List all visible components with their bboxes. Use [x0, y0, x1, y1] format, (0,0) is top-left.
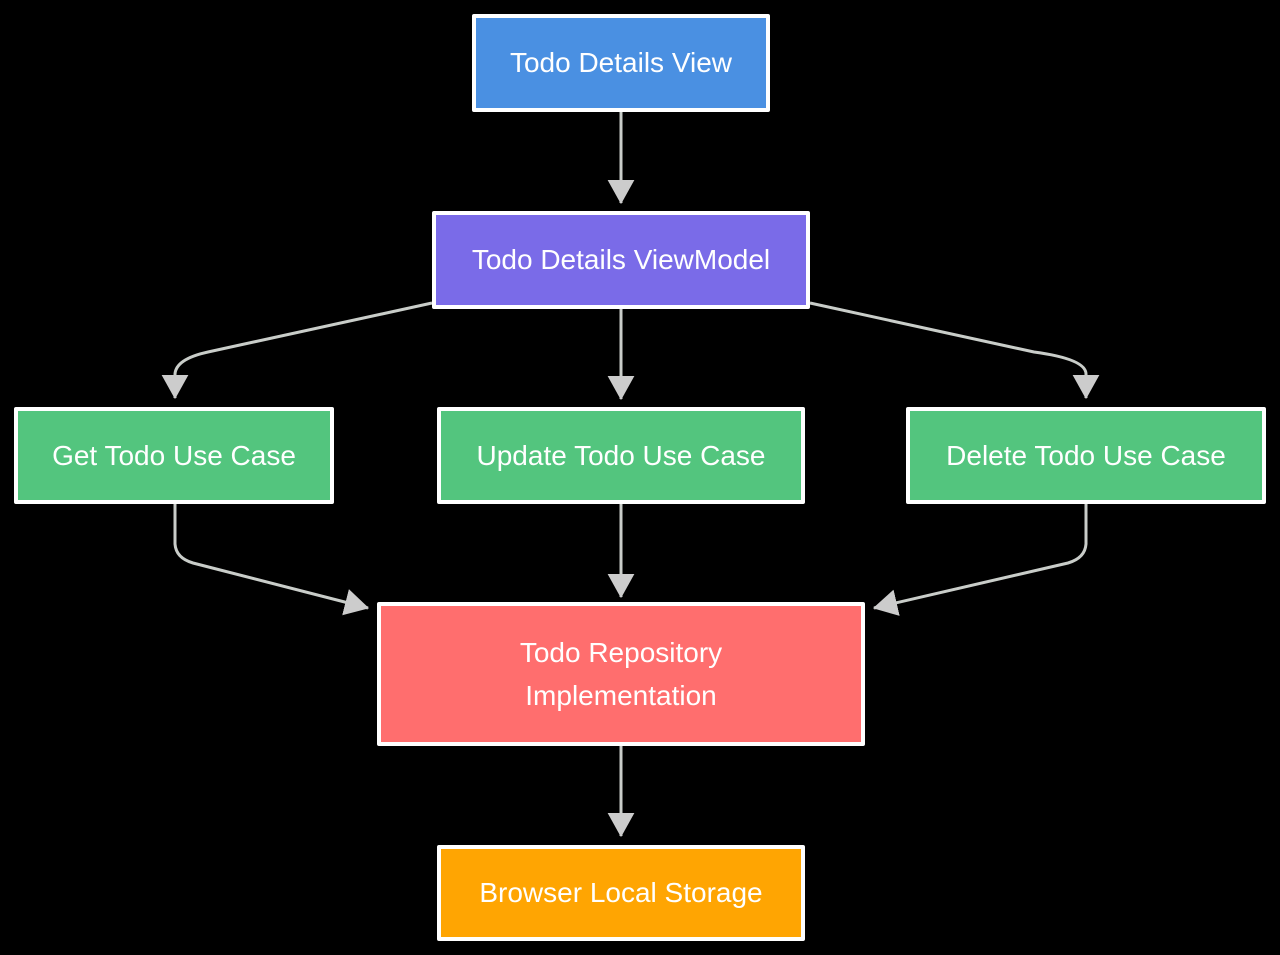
- node-todo-repository-implementation: Todo Repository Implementation: [377, 602, 865, 746]
- node-label: Update Todo Use Case: [476, 439, 766, 471]
- node-todo-details-view: Todo Details View: [472, 14, 770, 112]
- node-label: Get Todo Use Case: [52, 439, 296, 471]
- edge-viewmodel-to-delete: [809, 301, 1100, 400]
- node-label-line2: Implementation: [525, 680, 717, 711]
- node-label: Delete Todo Use Case: [946, 439, 1226, 471]
- node-label-line1: Todo Repository: [519, 636, 723, 668]
- node-get-todo-use-case: Get Todo Use Case: [14, 407, 334, 504]
- node-todo-details-viewmodel: Todo Details ViewModel: [432, 211, 810, 309]
- node-delete-todo-use-case: Delete Todo Use Case: [906, 407, 1266, 504]
- edge-delete-to-repository: [872, 504, 1088, 616]
- edge-get-to-repository: [173, 504, 370, 616]
- node-update-todo-use-case: Update Todo Use Case: [437, 407, 805, 504]
- node-browser-local-storage: Browser Local Storage: [437, 845, 805, 941]
- node-label: Todo Details View: [509, 47, 733, 79]
- node-label: Todo Details ViewModel: [471, 244, 771, 276]
- node-label: Browser Local Storage: [479, 877, 763, 909]
- edge-viewmodel-to-get: [161, 301, 433, 400]
